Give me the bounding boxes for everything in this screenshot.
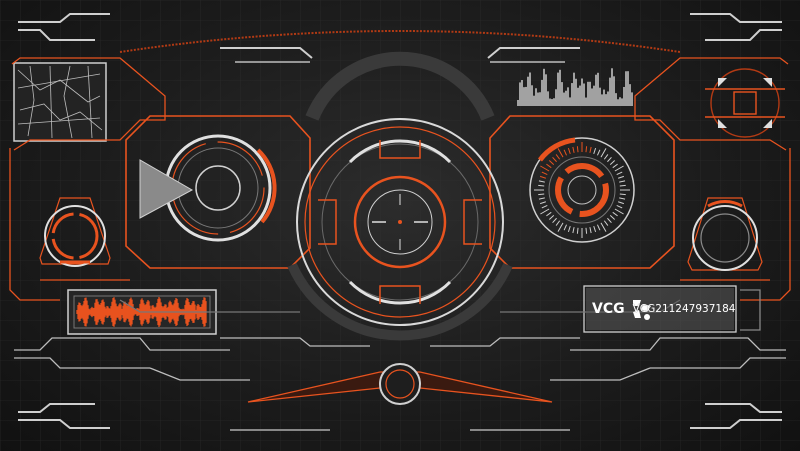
gauge-tick	[538, 197, 545, 200]
gauge-tick	[572, 146, 575, 153]
gauge-tick	[557, 222, 564, 232]
gauge-tick	[538, 180, 545, 183]
gauge-tick	[548, 215, 555, 220]
bottom-emblem	[247, 363, 553, 405]
crosshair-target[interactable]	[705, 68, 785, 138]
gauge-tick	[614, 208, 624, 215]
left-ring[interactable]	[39, 197, 111, 267]
gauge-tick	[617, 201, 625, 205]
gauge-tick	[619, 197, 626, 200]
gauge-tick	[567, 225, 571, 233]
watermark: VCG VCG211247937184	[586, 288, 736, 330]
gauge-tick	[546, 211, 552, 217]
gauge-tick	[600, 222, 607, 232]
top-arc	[119, 30, 681, 53]
gauge-tick	[539, 201, 547, 205]
gauge-tick	[538, 193, 545, 196]
gauge-tick	[563, 149, 568, 156]
gauge-tick	[596, 149, 601, 156]
gauge-tick	[614, 165, 624, 172]
gauge-tick	[538, 184, 545, 187]
gauge-tick	[563, 224, 568, 231]
gauge-tick	[557, 148, 564, 158]
gauge-tick	[546, 163, 552, 169]
gauge-tick	[541, 204, 548, 209]
gauge-tick	[593, 147, 597, 155]
right-ring[interactable]	[687, 197, 763, 271]
speed-gauge-panel[interactable]	[489, 115, 675, 269]
gauge-tick	[552, 156, 557, 163]
gauge-tick	[555, 220, 561, 226]
play-dial-panel[interactable]	[125, 115, 311, 269]
gauge-tick	[609, 160, 616, 165]
gauge-tick	[607, 156, 612, 163]
gauge-tick	[609, 215, 616, 220]
watermark-id: VCG211247937184	[632, 303, 736, 315]
main-frame	[9, 57, 791, 301]
gauge-tick	[555, 154, 561, 160]
gauge-tick	[540, 165, 550, 172]
watermark-logo: VCG	[592, 301, 625, 317]
gauge-tick	[616, 204, 623, 209]
gauge-tick	[539, 175, 547, 179]
gauge-tick	[585, 146, 588, 153]
gauge-tick	[552, 217, 557, 224]
gauge-ticks	[534, 142, 630, 238]
gauge-tick	[585, 227, 588, 234]
gauge-tick	[619, 184, 626, 187]
gauge-tick	[612, 211, 618, 217]
gauge-tick	[617, 175, 625, 179]
info-box	[583, 285, 761, 333]
gauge-tick	[619, 180, 626, 183]
equalizer	[517, 68, 633, 106]
gauge-tick	[576, 146, 579, 153]
gauge-tick	[600, 148, 607, 158]
gauge-tick	[616, 171, 623, 176]
gauge-tick	[589, 227, 592, 234]
map-thumbnail[interactable]	[13, 62, 107, 142]
gauge-tick	[619, 193, 626, 196]
corner-brackets	[18, 13, 782, 431]
gauge-tick	[540, 208, 550, 215]
gauge-tick	[593, 225, 597, 233]
gauge-tick	[572, 227, 575, 234]
gauge-tick	[612, 163, 618, 169]
gauge-tick	[603, 154, 609, 160]
gauge-tick	[541, 171, 548, 176]
gauge-tick	[567, 147, 571, 155]
play-icon[interactable]	[139, 159, 194, 219]
gauge-tick	[596, 224, 601, 231]
gauge-tick	[548, 160, 555, 165]
watermark-backdrop	[586, 288, 734, 330]
gauge-tick	[589, 146, 592, 153]
gauge-tick	[576, 227, 579, 234]
gauge-tick	[607, 217, 612, 224]
gauge-tick	[603, 220, 609, 226]
center-reticle[interactable]	[287, 51, 513, 341]
